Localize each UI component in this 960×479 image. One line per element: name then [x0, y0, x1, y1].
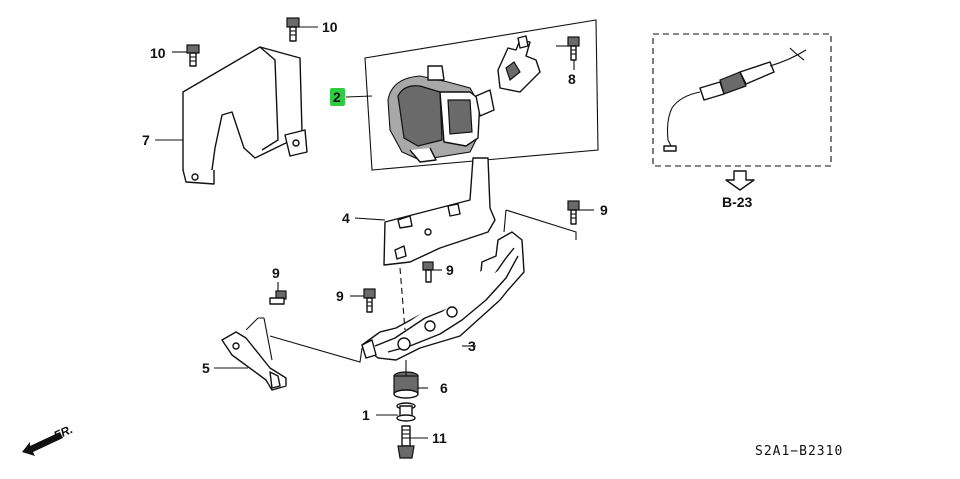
- collar-part-1[interactable]: [396, 402, 416, 422]
- callout-9-left[interactable]: 9: [272, 265, 280, 281]
- callout-2[interactable]: 2: [333, 89, 341, 105]
- callout-9-mid[interactable]: 9: [446, 262, 454, 278]
- callout-8[interactable]: 8: [568, 71, 576, 87]
- frame-part-3[interactable]: [361, 231, 525, 361]
- callout-9-center[interactable]: 9: [336, 288, 344, 304]
- bolt-9-mid[interactable]: [422, 261, 434, 283]
- callout-1[interactable]: 1: [362, 407, 370, 423]
- callout-10-left[interactable]: 10: [150, 45, 166, 61]
- callout-11[interactable]: 11: [432, 430, 447, 446]
- bolt-8[interactable]: [567, 36, 580, 61]
- callout-4[interactable]: 4: [342, 210, 350, 226]
- callout-3[interactable]: 3: [468, 338, 476, 354]
- grommet-part-6[interactable]: [393, 371, 419, 399]
- modulator-part-2[interactable]: [387, 65, 495, 163]
- bolt-10-left[interactable]: [186, 44, 200, 67]
- bolt-9-center[interactable]: [363, 288, 376, 313]
- bracket-part-4[interactable]: [383, 157, 496, 266]
- reference-label[interactable]: B-23: [722, 194, 753, 210]
- sensor-cable[interactable]: [663, 47, 807, 152]
- callout-5[interactable]: 5: [202, 360, 210, 376]
- front-direction-label: FR.: [52, 422, 75, 443]
- callout-7[interactable]: 7: [142, 132, 150, 148]
- cover-part-7[interactable]: [182, 46, 308, 185]
- bracket-part-5[interactable]: [221, 331, 287, 391]
- callout-9-right[interactable]: 9: [600, 202, 608, 218]
- callout-6[interactable]: 6: [440, 380, 448, 396]
- front-direction-icon: [22, 432, 63, 456]
- diagram-code: S2A1−B2310: [755, 444, 843, 459]
- reference-arrow-icon: [725, 170, 755, 191]
- bolt-11[interactable]: [397, 425, 415, 459]
- bolt-9-right[interactable]: [567, 200, 580, 225]
- highlight-box: [330, 88, 345, 106]
- callout-10-upper[interactable]: 10: [322, 19, 338, 35]
- clip-bracket[interactable]: [497, 35, 541, 93]
- bolt-10-upper[interactable]: [286, 17, 300, 42]
- bolt-9-left[interactable]: [269, 290, 287, 305]
